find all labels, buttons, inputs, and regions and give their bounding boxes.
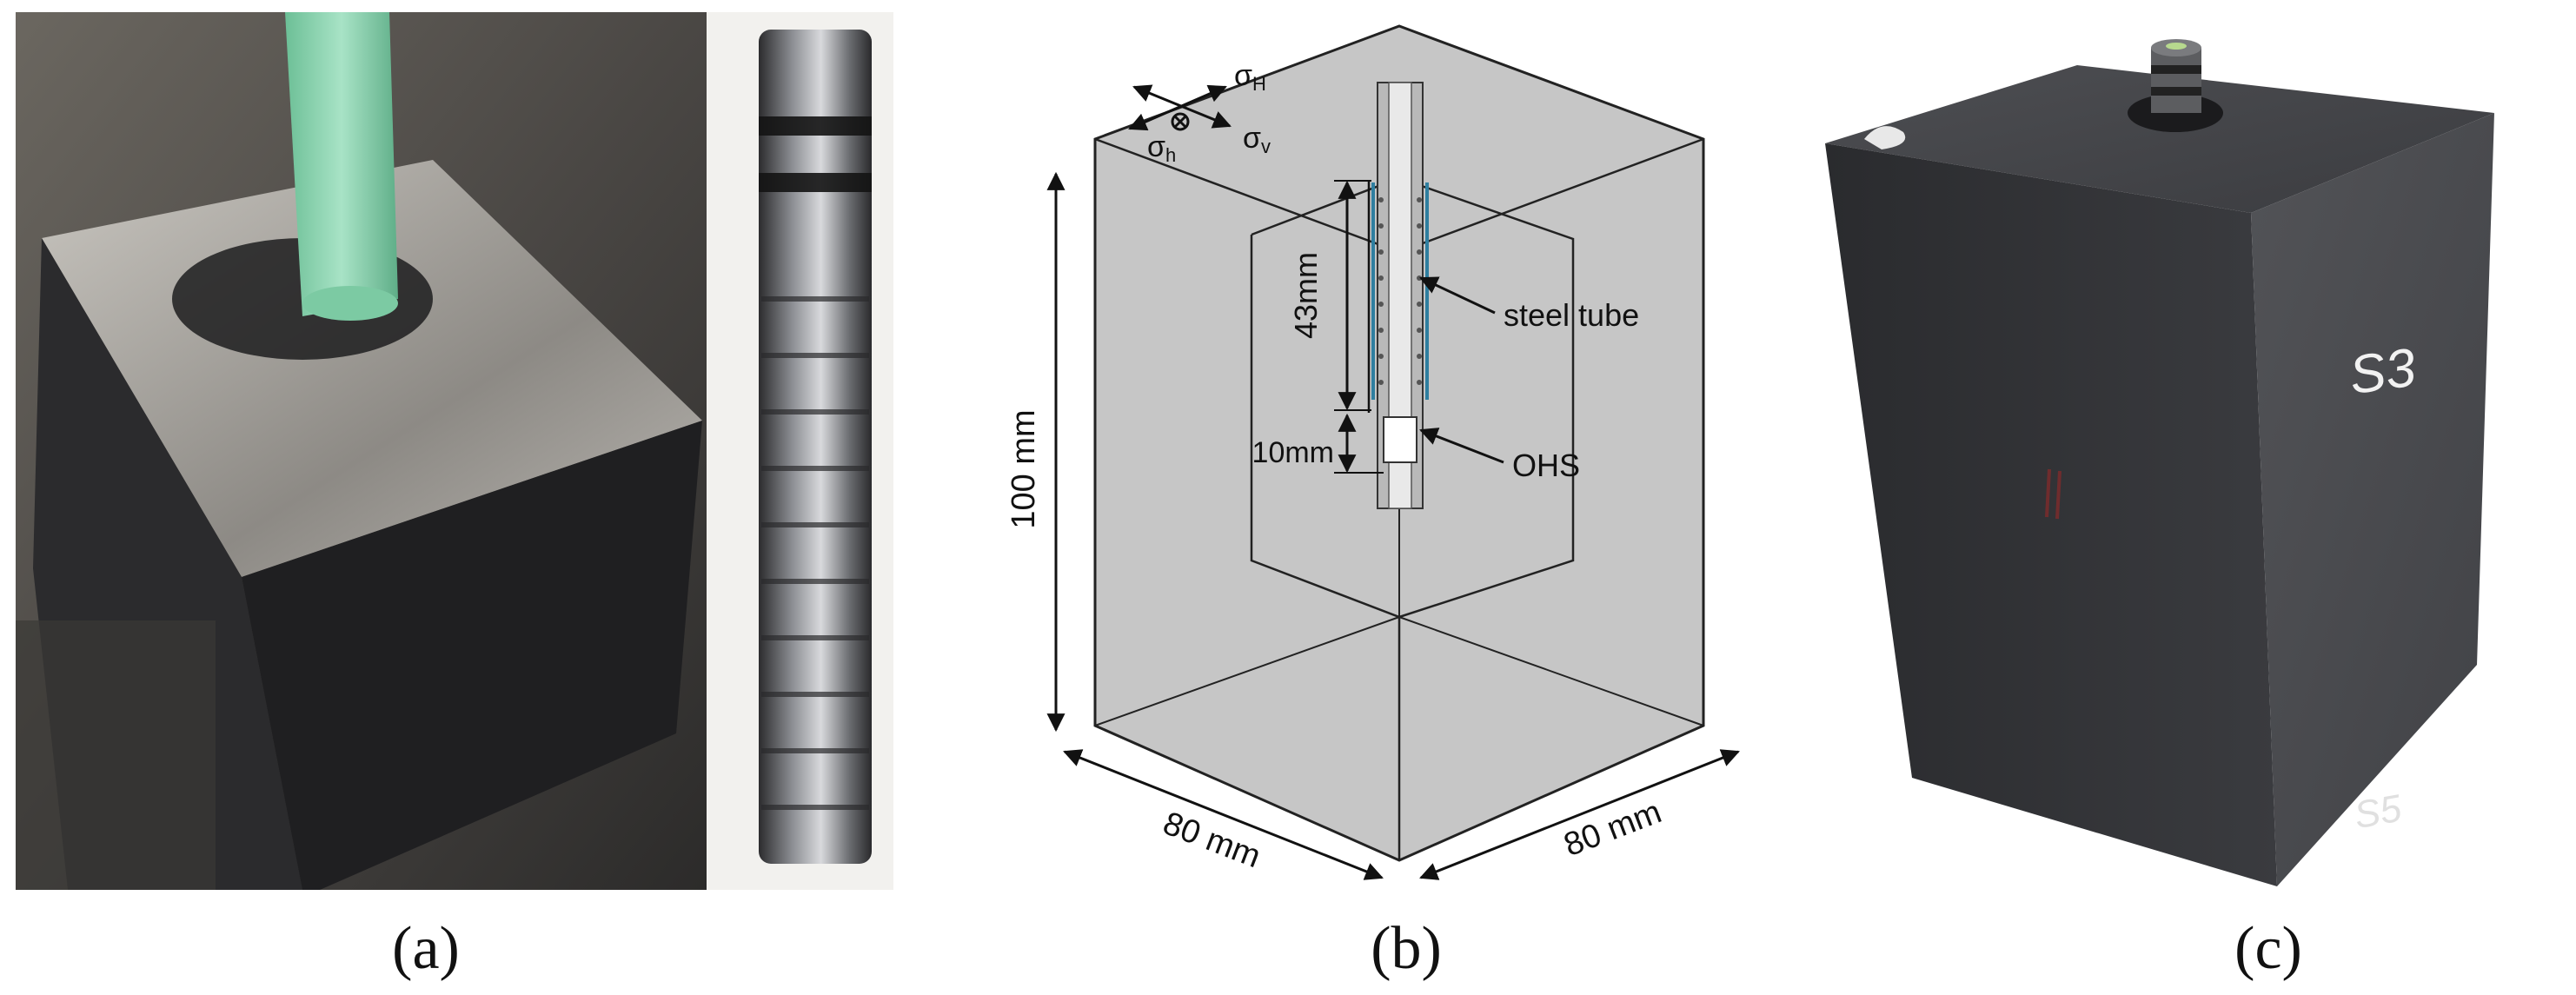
steel-tube-callout: steel tube	[1504, 297, 1639, 333]
tube-length-dimension: 43mm	[1288, 252, 1324, 339]
sigma-H-label: σ	[1234, 59, 1252, 92]
specimen-schematic: σH σv σh 100 mm 80 mm 80 mm 43mm 10mm st…	[1006, 24, 1740, 880]
svg-text:σh: σh	[1147, 130, 1176, 166]
cube-top-face	[1825, 65, 2494, 213]
cube-left-face	[1825, 143, 2277, 886]
steel-tube-photo	[759, 30, 872, 864]
panel-c: S3 S5	[1808, 17, 2564, 886]
panel-a	[16, 12, 893, 890]
white-smudge	[1864, 126, 1906, 149]
caption-b: (b)	[1371, 915, 1442, 982]
green-pipe	[285, 12, 398, 316]
sigma-v-label: σ	[1243, 122, 1261, 155]
height-dimension: 100 mm	[1006, 409, 1042, 528]
ohs-callout: OHS	[1512, 448, 1580, 483]
width-right-dimension: 80 mm	[1559, 793, 1666, 864]
panel-c-photo: S3 S5	[1825, 39, 2494, 886]
ohs-length-dimension: 10mm	[1252, 436, 1334, 469]
sigma-h-label: σ	[1147, 130, 1165, 163]
ohs-cavity	[1383, 416, 1417, 463]
panel-a-photo	[16, 12, 893, 890]
caption-c: (c)	[2234, 915, 2302, 982]
svg-text:σv: σv	[1243, 122, 1271, 157]
svg-text:σH: σH	[1234, 59, 1266, 95]
label-s3: S3	[2346, 337, 2420, 406]
steel-tube-schematic	[1371, 82, 1429, 509]
width-left-dimension: 80 mm	[1159, 805, 1265, 875]
caption-a: (a)	[392, 915, 460, 982]
cube-right-face	[2251, 113, 2494, 886]
label-s5: S5	[2351, 786, 2405, 837]
panel-b: σH σv σh 100 mm 80 mm 80 mm 43mm 10mm st…	[982, 17, 1799, 904]
stress-axes	[1128, 84, 1232, 131]
